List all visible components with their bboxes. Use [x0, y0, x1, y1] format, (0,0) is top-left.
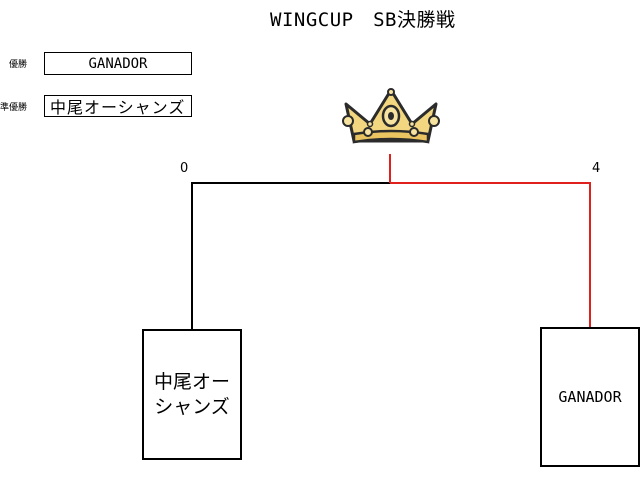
- runnerup-field: 中尾オーシャンズ: [44, 95, 192, 117]
- left-bracket-line: [191, 182, 390, 330]
- team-box-left: 中尾オーシャンズ: [142, 329, 242, 460]
- winner-field: GANADOR: [44, 52, 192, 75]
- crown-icon: [340, 84, 442, 154]
- winner-label: 優勝: [9, 60, 28, 70]
- left-score: 0: [180, 161, 189, 176]
- runnerup-label: 準優勝: [0, 103, 28, 113]
- right-bracket-line: [390, 182, 591, 327]
- team-box-right: GANADOR: [540, 327, 640, 467]
- right-score: 4: [592, 161, 601, 176]
- page-title: WINGCUP SB決勝戦: [270, 9, 456, 31]
